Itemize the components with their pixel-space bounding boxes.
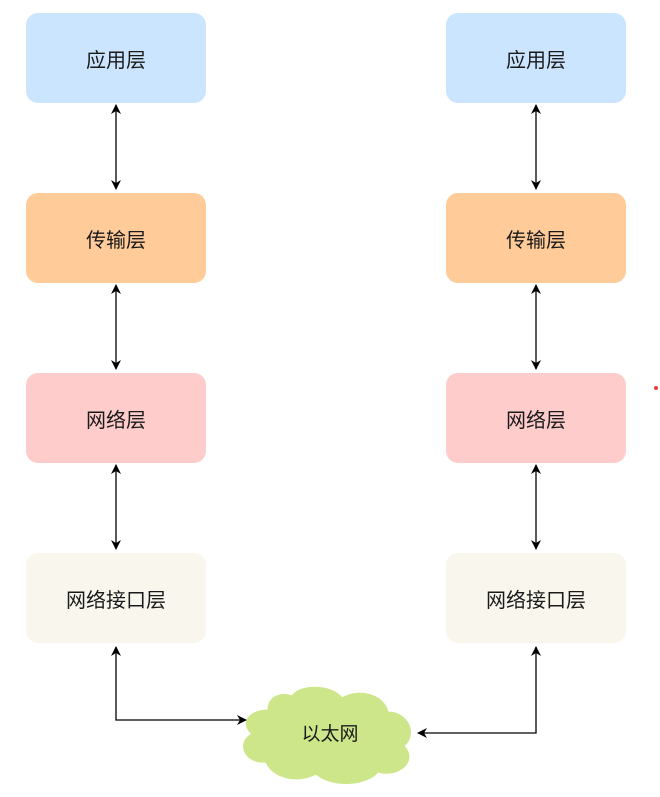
left-transport-layer: 传输层 <box>26 193 206 283</box>
right-link-to-ethernet-arrow <box>417 646 541 738</box>
left-link-to-ethernet-arrow <box>111 646 247 725</box>
stray-dot <box>654 386 658 390</box>
left-network-layer-label: 网络层 <box>86 407 146 432</box>
right-network-layer: 网络层 <box>446 373 626 463</box>
left-application-layer: 应用层 <box>26 13 206 103</box>
right-application-layer: 应用层 <box>446 13 626 103</box>
right-link-layer-label: 网络接口层 <box>486 587 586 612</box>
right-transport-layer: 传输层 <box>446 193 626 283</box>
left-link-layer: 网络接口层 <box>26 553 206 643</box>
right-link-layer: 网络接口层 <box>446 553 626 643</box>
left-transport-layer-label: 传输层 <box>86 227 146 252</box>
left-network-layer: 网络层 <box>26 373 206 463</box>
ethernet-cloud <box>243 686 411 785</box>
left-application-layer-label: 应用层 <box>86 47 146 72</box>
ethernet-label: 以太网 <box>301 722 359 745</box>
right-application-layer-label: 应用层 <box>506 47 566 72</box>
right-transport-layer-label: 传输层 <box>506 227 566 252</box>
right-network-layer-label: 网络层 <box>506 407 566 432</box>
left-link-layer-label: 网络接口层 <box>66 587 166 612</box>
